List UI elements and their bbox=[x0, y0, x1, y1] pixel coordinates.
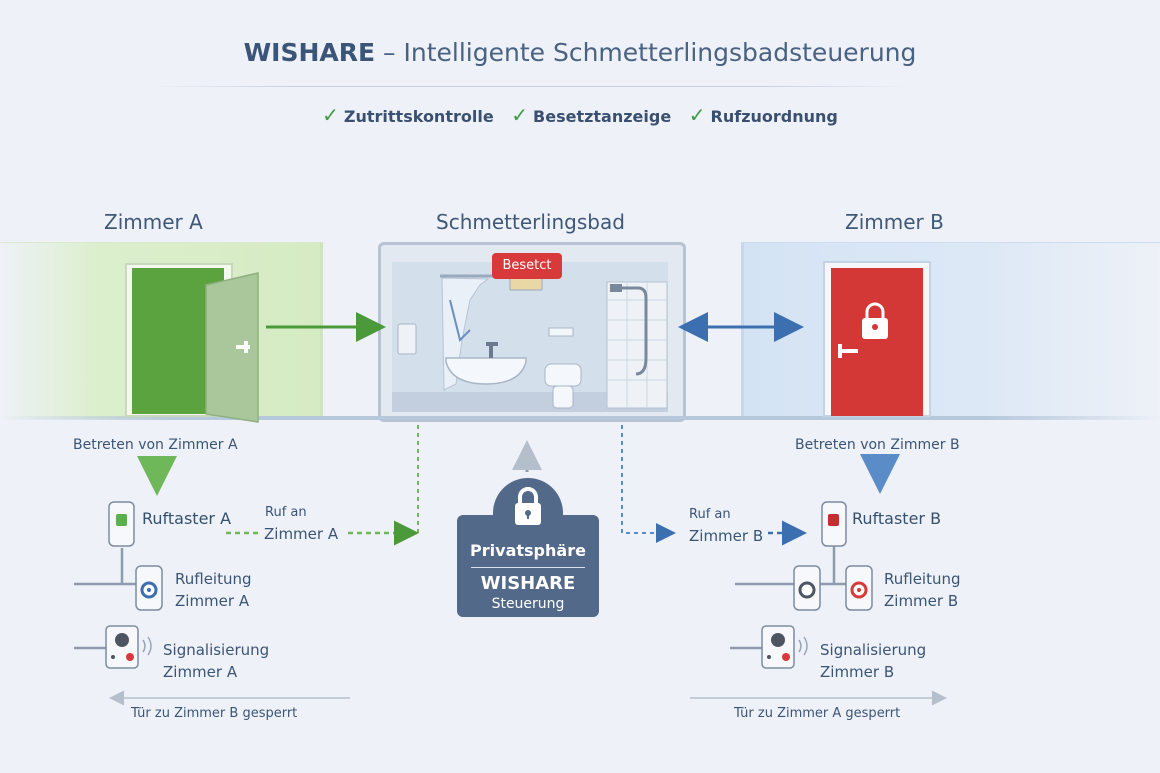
control-sub: Steuerung bbox=[491, 596, 565, 612]
page-title: WISHARE – Intelligente Schmetterlingsbad… bbox=[0, 38, 1160, 67]
feature-label: Besetztanzeige bbox=[533, 107, 672, 126]
control-divider bbox=[471, 567, 585, 568]
call-to-b-label-2: Zimmer B bbox=[689, 527, 764, 545]
signal-a-label-1: Signalisierung bbox=[163, 641, 270, 659]
feature-label: Zutrittskontrolle bbox=[343, 107, 494, 126]
control-name: WISHARE bbox=[480, 573, 576, 594]
floor-line bbox=[0, 416, 1160, 420]
room-b-label: Zimmer B bbox=[845, 210, 944, 234]
enter-a-label: Betreten von Zimmer A bbox=[73, 437, 238, 453]
signal-b-icon bbox=[761, 625, 808, 669]
privacy-label: Privatsphäre bbox=[470, 541, 586, 560]
feature-item: ✓Rufzuordnung bbox=[689, 103, 838, 127]
check-icon: ✓ bbox=[511, 103, 529, 127]
line-b-label-2: Zimmer B bbox=[884, 592, 959, 610]
line-b-label-1: Rufleitung bbox=[884, 570, 961, 588]
title-divider bbox=[150, 86, 910, 87]
call-to-a-label-2: Zimmer A bbox=[264, 525, 339, 543]
call-to-a-label-1: Ruf an bbox=[265, 505, 307, 520]
bathroom-interior-icon bbox=[392, 262, 668, 412]
occupied-badge: Besetct bbox=[492, 253, 562, 279]
feature-list: ✓Zutrittskontrolle ✓Besetztanzeige ✓Rufz… bbox=[0, 103, 1160, 127]
room-b-panel bbox=[741, 242, 1160, 419]
control-box: Privatsphäre WISHARE Steuerung bbox=[457, 487, 599, 617]
title-text: Intelligente Schmetterlingsbadsteuerung bbox=[403, 38, 917, 67]
line-a-label-2: Zimmer A bbox=[175, 592, 250, 610]
wiring-a bbox=[74, 548, 136, 650]
call-line-a-icon bbox=[135, 565, 163, 611]
wiring-b bbox=[730, 546, 848, 650]
call-to-b-label-1: Ruf an bbox=[689, 507, 731, 522]
call-line-b-icon bbox=[793, 565, 873, 611]
check-icon: ✓ bbox=[688, 103, 706, 127]
dash-call-b bbox=[621, 425, 676, 543]
enter-b-label: Betreten von Zimmer B bbox=[795, 437, 960, 453]
check-icon: ✓ bbox=[322, 103, 339, 127]
call-button-a-label: Ruftaster A bbox=[142, 509, 232, 528]
call-button-a-icon bbox=[108, 501, 135, 547]
blocked-a-label: Tür zu Zimmer B gesperrt bbox=[131, 706, 298, 721]
feature-item: ✓Zutrittskontrolle bbox=[322, 103, 494, 127]
lock-icon bbox=[515, 487, 541, 525]
signal-b-label-2: Zimmer B bbox=[820, 663, 895, 681]
blocked-b-label: Tür zu Zimmer A gesperrt bbox=[734, 706, 901, 721]
signal-a-label-2: Zimmer A bbox=[163, 663, 238, 681]
signal-b-label-1: Signalisierung bbox=[820, 641, 927, 659]
line-a-label-1: Rufleitung bbox=[175, 570, 252, 588]
feature-label: Rufzuordnung bbox=[710, 107, 838, 126]
title-brand: WISHARE bbox=[243, 38, 376, 67]
door-a-icon bbox=[125, 263, 259, 423]
call-button-b-label: Ruftaster B bbox=[852, 509, 942, 528]
room-a-label: Zimmer A bbox=[104, 210, 203, 234]
signal-a-icon bbox=[105, 625, 152, 669]
title-dash: – bbox=[383, 38, 396, 67]
bath-label: Schmetterlingsbad bbox=[436, 210, 625, 234]
door-b-icon bbox=[823, 261, 931, 417]
call-button-b-icon bbox=[821, 501, 847, 547]
feature-item: ✓Besetztanzeige bbox=[511, 103, 672, 127]
